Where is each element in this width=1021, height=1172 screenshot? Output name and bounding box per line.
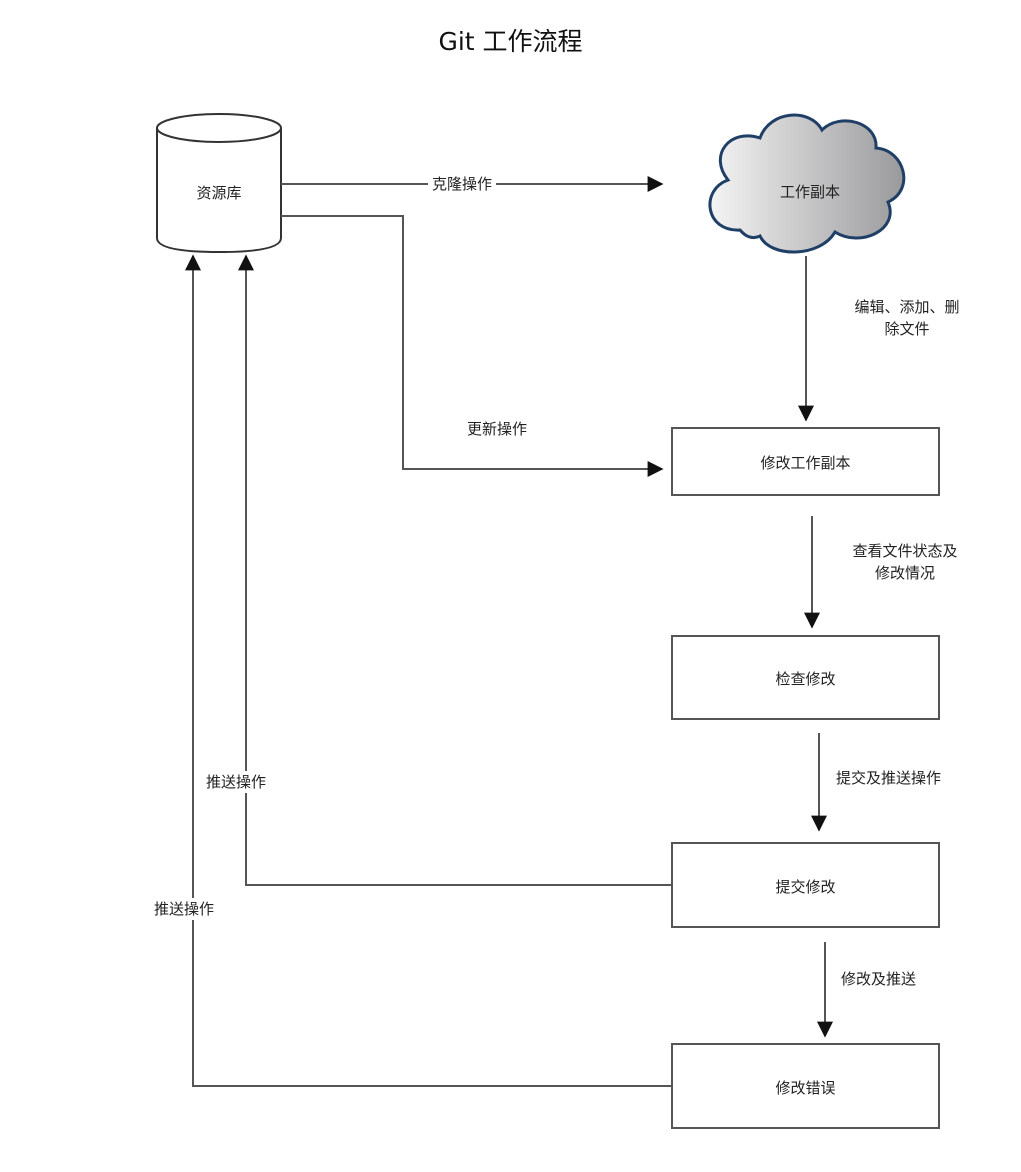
clone-label: 克隆操作 bbox=[428, 173, 497, 195]
push-from-commit-edge bbox=[238, 254, 672, 886]
update-label: 更新操作 bbox=[467, 418, 528, 440]
working-copy-cloud bbox=[708, 113, 906, 254]
repository-node bbox=[156, 113, 282, 254]
edit-label-line1: 编辑、添加、删 bbox=[832, 296, 982, 318]
push-from-fix-label: 推送操作 bbox=[154, 898, 215, 920]
diagram-title: Git 工作流程 bbox=[438, 27, 583, 56]
amend-push-label: 修改及推送 bbox=[841, 968, 917, 990]
modify-working-copy-box bbox=[671, 427, 940, 496]
review-changes-label: 检查修改 bbox=[775, 670, 836, 688]
working-copy-label: 工作副本 bbox=[779, 183, 840, 201]
commit-push-label: 提交及推送操作 bbox=[836, 767, 942, 789]
push-from-commit-label: 推送操作 bbox=[206, 771, 267, 793]
push-from-fix-edge bbox=[185, 254, 672, 1087]
modify-working-copy-label: 修改工作副本 bbox=[760, 454, 851, 472]
fix-errors-label: 修改错误 bbox=[775, 1079, 836, 1097]
status-label-line2: 修改情况 bbox=[830, 562, 980, 584]
commit-changes-label: 提交修改 bbox=[775, 878, 836, 896]
review-changes-box bbox=[671, 635, 940, 720]
update-edge bbox=[281, 215, 664, 477]
status-label-line1: 查看文件状态及 bbox=[830, 540, 980, 562]
edit-label-line2: 除文件 bbox=[832, 318, 982, 340]
fix-errors-box bbox=[671, 1043, 940, 1129]
repository-label: 资源库 bbox=[196, 184, 242, 202]
